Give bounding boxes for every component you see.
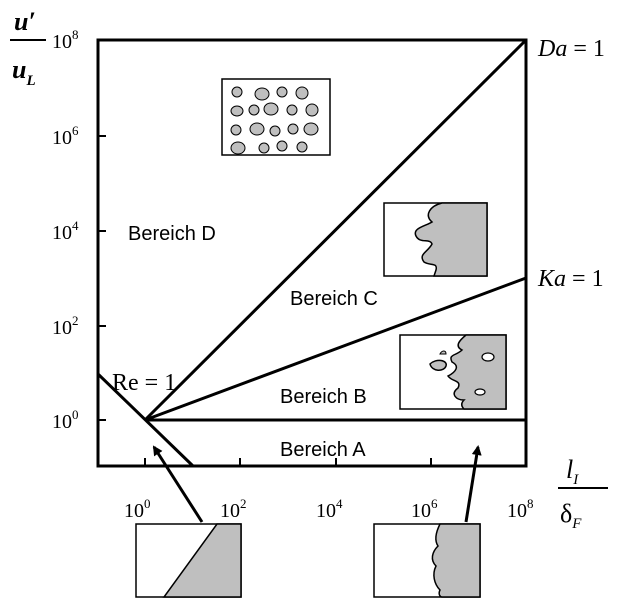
- region-c-label: Bereich C: [290, 288, 378, 310]
- ka-label: Ka = 1: [537, 266, 604, 292]
- x-tick-labels: 100 102 104 106 108: [124, 496, 534, 522]
- x-axis-numerator: lI: [566, 455, 579, 488]
- inset-bottom-left: [136, 524, 241, 597]
- x-tick-label-1e0: 100: [124, 496, 151, 522]
- y-axis-label: u′ uL: [10, 7, 46, 89]
- x-axis-label: lI δF: [558, 455, 608, 532]
- da-label: Da = 1: [537, 36, 605, 62]
- y-tick-label-1e2: 102: [52, 313, 79, 339]
- y-tick-label-1e8: 108: [52, 27, 79, 53]
- region-d-label: Bereich D: [128, 223, 216, 245]
- arrow-to-region-a: [466, 447, 478, 522]
- re-label: Re = 1: [112, 370, 176, 396]
- inset-bottom-right: [374, 524, 480, 597]
- x-tick-label-1e6: 106: [411, 496, 438, 522]
- inset-region-d: [222, 79, 330, 155]
- x-tick-label-1e8: 108: [507, 496, 534, 522]
- y-axis-numerator: u′: [14, 7, 36, 36]
- inset-region-c: [384, 203, 487, 276]
- x-tick-label-1e4: 104: [316, 496, 343, 522]
- region-a-label: Bereich A: [280, 439, 366, 461]
- y-tick-labels: 108 106 104 102 100: [52, 27, 79, 433]
- y-tick-label-1e4: 104: [52, 218, 79, 244]
- x-axis-denominator: δF: [560, 499, 582, 532]
- y-axis-denominator: uL: [12, 55, 36, 89]
- y-tick-label-1e0: 100: [52, 407, 79, 433]
- region-b-label: Bereich B: [280, 386, 367, 408]
- y-tick-label-1e6: 106: [52, 123, 79, 149]
- inset-region-b: [400, 335, 506, 409]
- x-tick-label-1e2: 102: [220, 496, 247, 522]
- arrow-to-laminar-region: [154, 447, 202, 522]
